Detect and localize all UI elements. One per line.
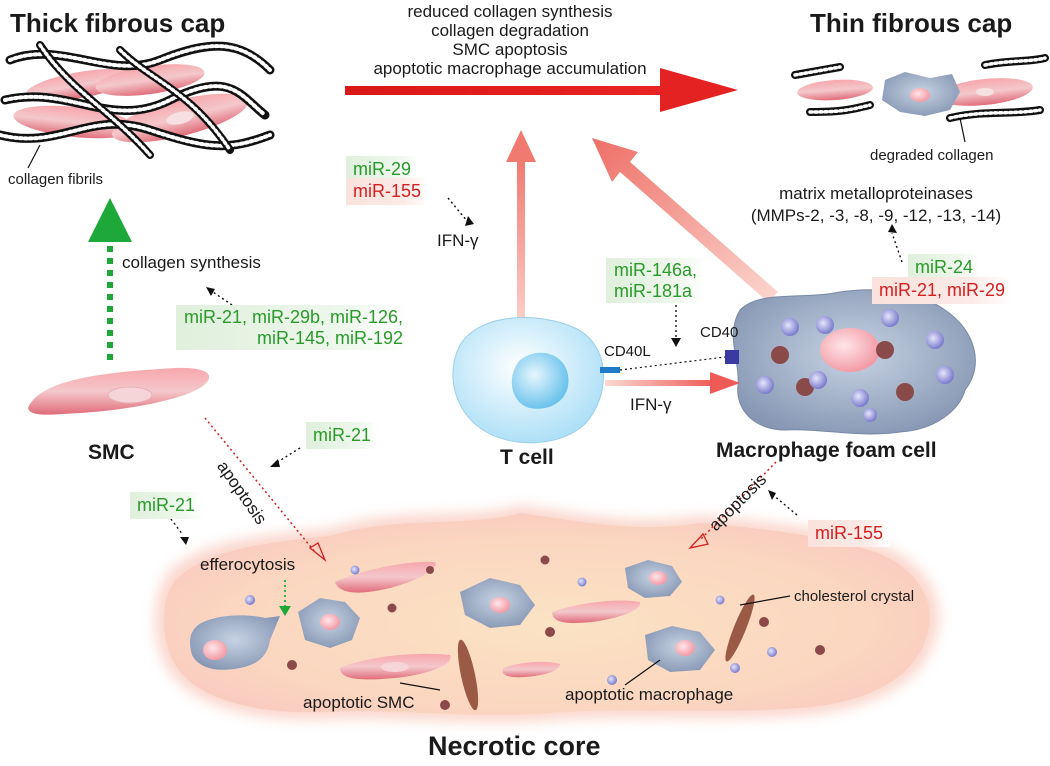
thick-cap-title: Thick fibrous cap [10, 8, 226, 38]
cholesterol-crystal-label: cholesterol crystal [794, 588, 915, 605]
arrowheads [180, 216, 897, 545]
macrophage-title: Macrophage foam cell [716, 439, 937, 462]
main-progression-arrow [345, 68, 738, 112]
top-process-item: collagen degradation [431, 21, 589, 41]
thin-cap-title: Thin fibrous cap [810, 8, 1013, 38]
cd40-label: CD40 [700, 324, 739, 341]
apoptosis-arrows [204, 417, 777, 616]
apoptotic-macrophage-label: apoptotic macrophage [565, 685, 734, 704]
cd40-interaction [605, 356, 740, 394]
core-contents [190, 555, 825, 711]
t-cell-title: T cell [500, 446, 554, 469]
mirna-mmp-green: miR-24 [908, 254, 981, 281]
mirna-collagen-line1: miR-21, miR-29b, miR-126, [184, 307, 404, 327]
collagen-fibrils-label: collagen fibrils [8, 171, 104, 188]
mirna-cd40-line1: miR-146a, [614, 260, 698, 280]
mirna-efferocytosis: miR-21 [130, 492, 203, 519]
ifn-gamma-top-label: IFN-γ [437, 231, 479, 250]
mirna-mmp-red: miR-21, miR-29 [872, 277, 1013, 304]
mirna-ifn-red: miR-155 [346, 178, 429, 205]
thin-cap-illustration [791, 54, 1049, 143]
mmp-label-line2: (MMPs-2, -3, -8, -9, -12, -13, -14) [750, 206, 1002, 226]
efferocytosis-label: efferocytosis [200, 555, 296, 574]
mmp-label-line1: matrix metalloproteinases [779, 184, 973, 203]
mirna-cd40-green: miR-146a, miR-181a [606, 258, 706, 304]
top-process-item: SMC apoptosis [452, 40, 568, 60]
top-process-item: apoptotic macrophage accumulation [373, 59, 647, 79]
mirna-cd40-line2: miR-181a [614, 280, 693, 301]
mirna-collagen-line2: miR-145, miR-192 [257, 327, 404, 348]
cd40l-label: CD40L [604, 343, 651, 360]
tcell-up-arrow [506, 130, 536, 325]
macrophage-up-arrow [592, 138, 778, 302]
necrotic-core-title: Necrotic core [428, 731, 601, 761]
ifn-gamma-mid-label: IFN-γ [630, 395, 672, 414]
smc-title: SMC [88, 441, 135, 464]
mirna-smc-apoptosis: miR-21 [306, 422, 379, 449]
thick-cap-illustration [0, 41, 275, 169]
collagen-synthesis-arrow [88, 198, 132, 360]
top-process-item: reduced collagen synthesis [407, 2, 613, 21]
degraded-collagen-label: degraded collagen [870, 147, 994, 164]
t-cell [452, 317, 620, 444]
mirna-collagen-green: miR-21, miR-29b, miR-126, miR-145, miR-1… [176, 305, 412, 351]
mirna-macrophage-apoptosis: miR-155 [808, 520, 891, 547]
smc-cell [28, 367, 210, 415]
regulation-arrows [167, 197, 903, 536]
apoptotic-smc-label: apoptotic SMC [303, 693, 415, 712]
collagen-synthesis-label: collagen synthesis [122, 253, 261, 272]
macrophage-foam-cell [725, 289, 976, 435]
mmp-label: matrix metalloproteinases (MMPs-2, -3, -… [706, 183, 1046, 227]
top-process-list: reduced collagen synthesis collagen degr… [330, 2, 690, 78]
